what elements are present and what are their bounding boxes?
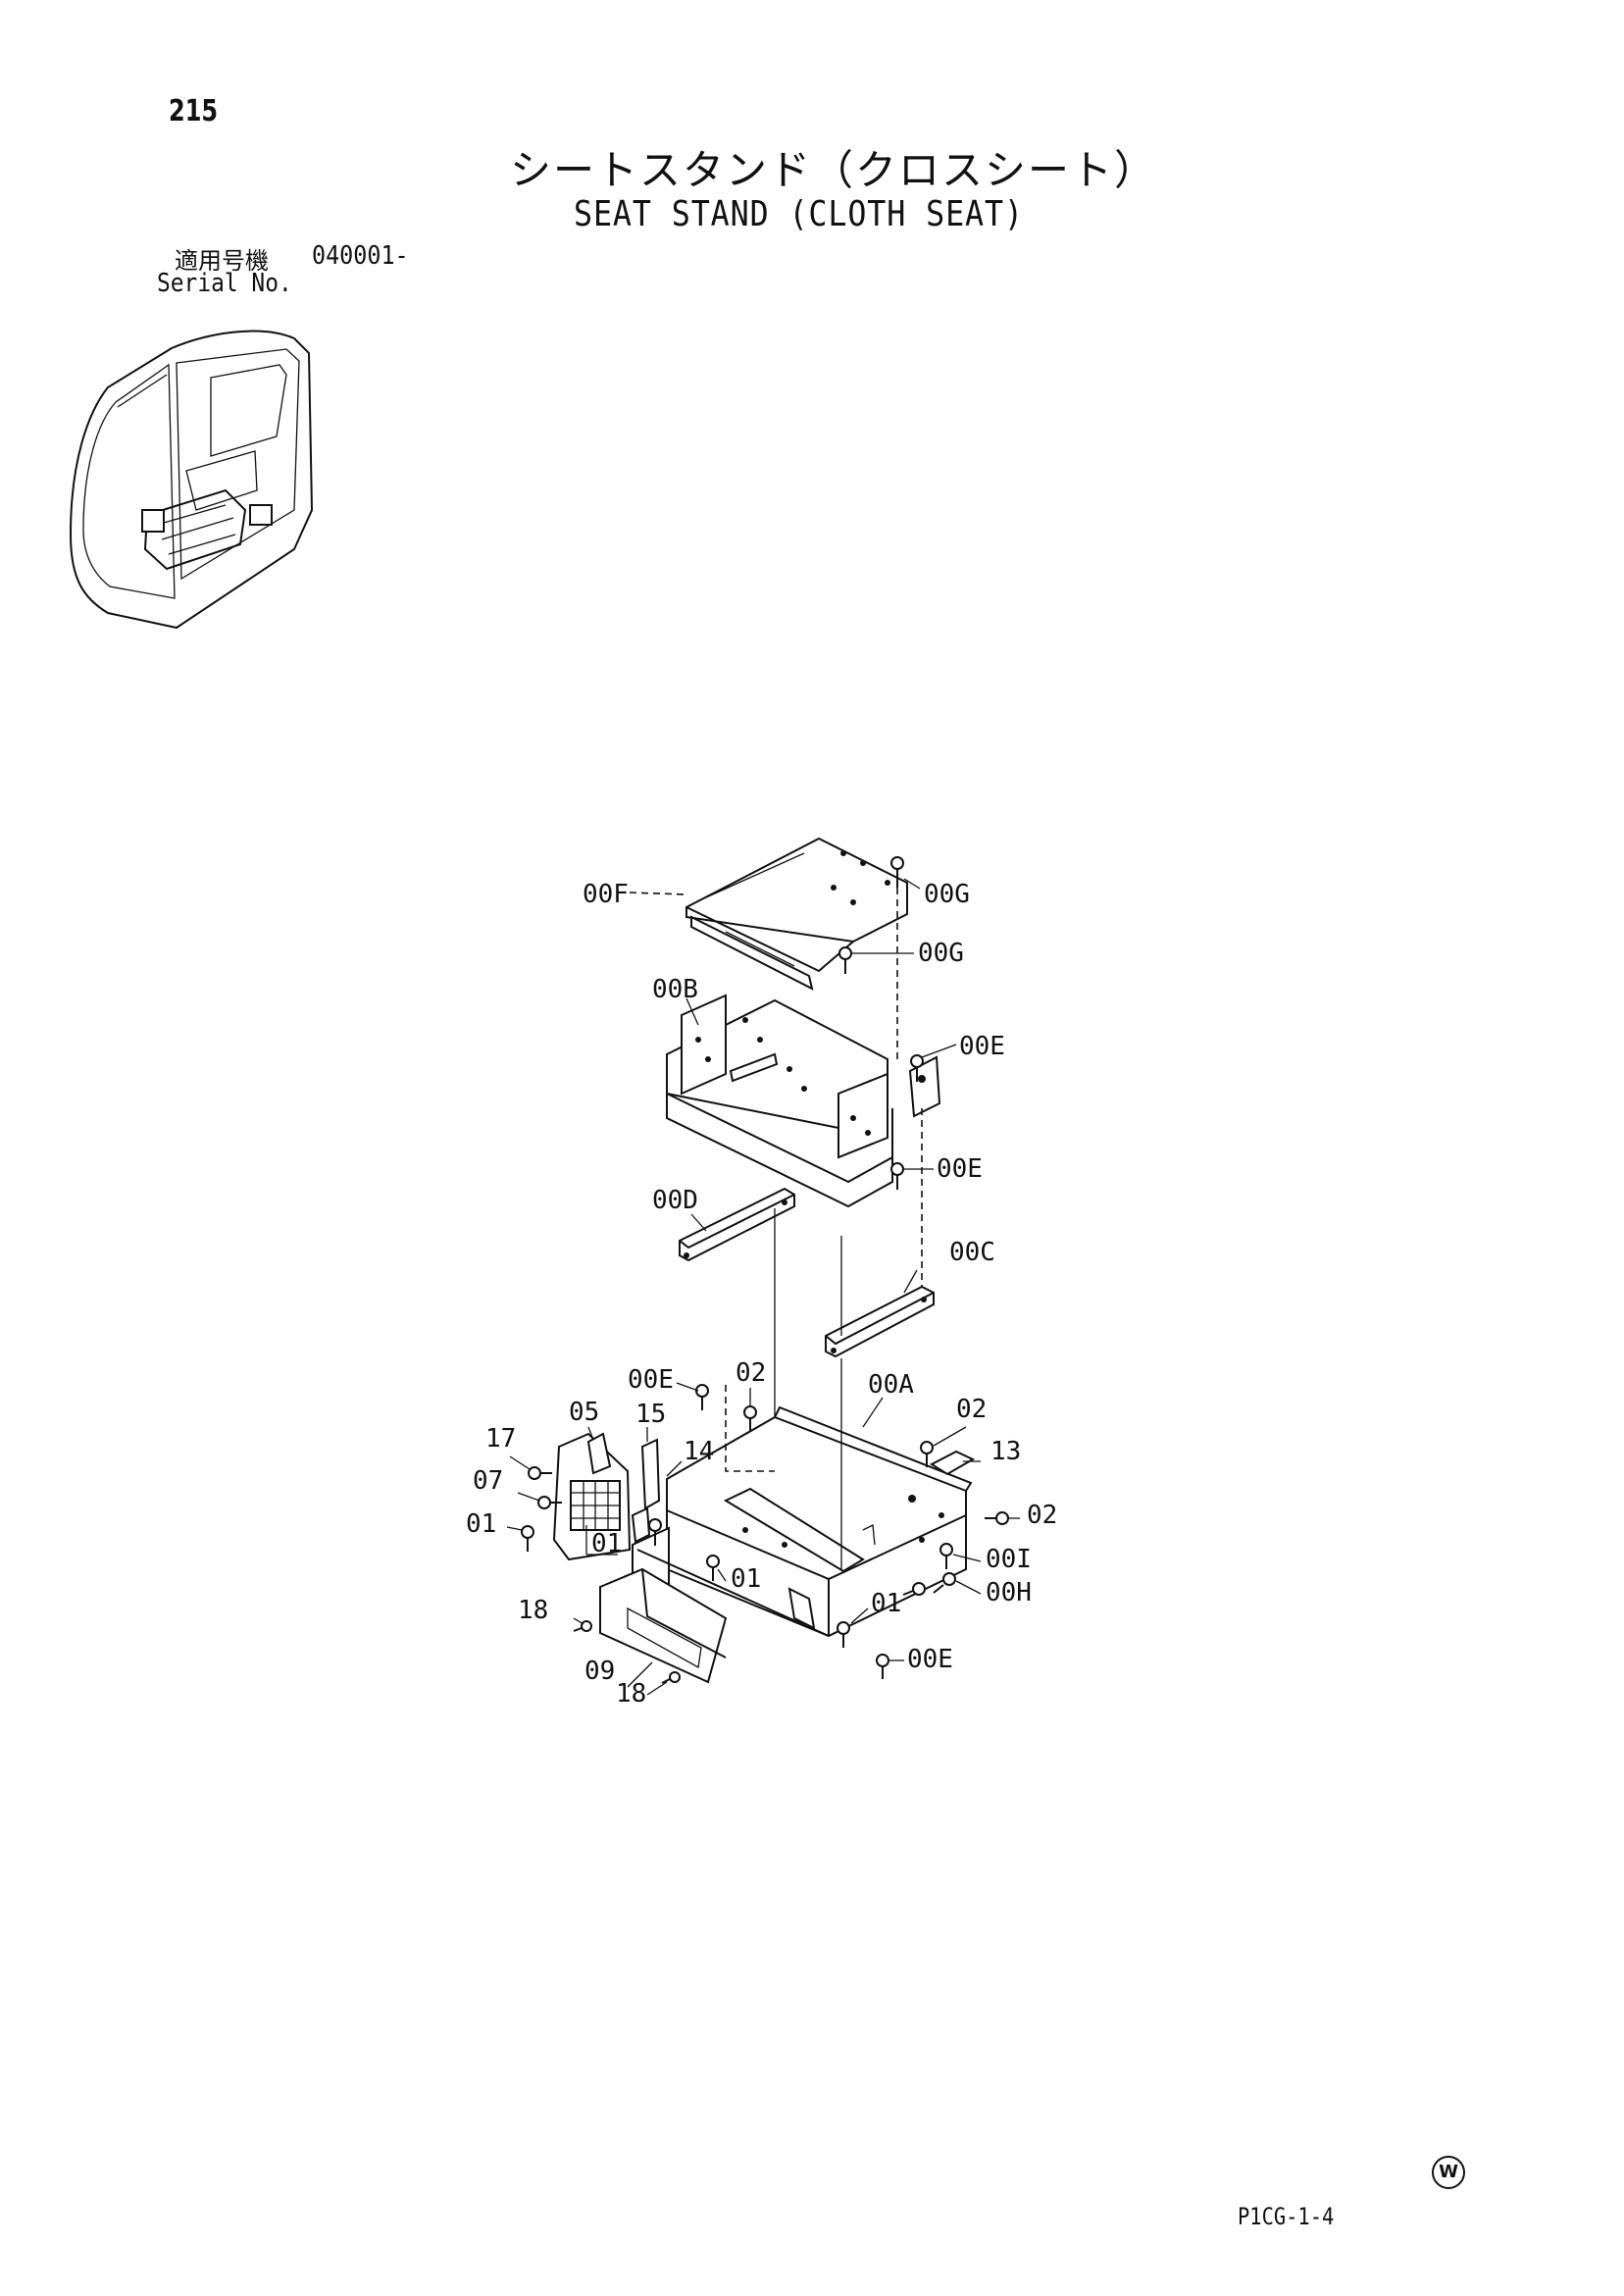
air-duct — [599, 1567, 728, 1684]
callout-00A: 00A — [868, 1370, 914, 1400]
bolt — [838, 946, 852, 974]
small-bracket — [631, 1438, 661, 1544]
top-plate — [685, 837, 908, 991]
leader-lines — [506, 878, 1020, 1696]
callout-02: 02 — [1027, 1501, 1057, 1530]
assembly-lines — [725, 888, 923, 1569]
page-number: 215 — [169, 94, 219, 128]
callout-18: 18 — [518, 1596, 548, 1625]
callout-00B: 00B — [652, 975, 698, 1004]
callout-07: 07 — [473, 1466, 503, 1496]
corner-mark-icon: W — [1432, 2156, 1465, 2189]
document-code: P1CG-1-4 — [1238, 2203, 1335, 2230]
callout-02: 02 — [736, 1358, 766, 1388]
serial-label-japanese: 適用号機 — [175, 247, 269, 275]
bolt — [537, 1496, 562, 1509]
seat-base — [632, 1405, 973, 1638]
callout-00I: 00I — [986, 1545, 1032, 1574]
callout-00E: 00E — [937, 1154, 983, 1184]
serial-label-english: Serial No. — [157, 269, 292, 298]
bolt — [661, 1671, 681, 1684]
callout-01: 01 — [466, 1509, 496, 1539]
bolt — [743, 1405, 757, 1432]
callout-00E: 00E — [907, 1645, 953, 1674]
page-title-english: SEAT STAND (CLOTH SEAT) — [574, 194, 1024, 234]
callout-13: 13 — [990, 1437, 1021, 1466]
bolt — [890, 856, 904, 888]
callout-00H: 00H — [986, 1578, 1032, 1607]
bolt — [573, 1620, 592, 1632]
bolt — [890, 1162, 904, 1190]
bolt — [939, 1543, 953, 1569]
bolt — [902, 1582, 926, 1596]
bolts — [521, 856, 1009, 1684]
callout-09: 09 — [584, 1657, 615, 1686]
bolt — [837, 1621, 850, 1648]
callout-17: 17 — [485, 1424, 516, 1454]
callout-01: 01 — [591, 1529, 622, 1558]
callout-05: 05 — [569, 1398, 599, 1427]
bolt — [910, 1054, 924, 1082]
serial-number-value: 040001- — [312, 241, 409, 271]
bolt — [695, 1384, 709, 1410]
callout-00C: 00C — [949, 1238, 995, 1267]
seat-rail-left — [679, 1187, 795, 1262]
cap-cover — [929, 1450, 976, 1476]
bolt — [648, 1518, 662, 1546]
callout-15: 15 — [635, 1400, 666, 1429]
bolt — [876, 1654, 889, 1679]
callout-01: 01 — [871, 1589, 901, 1618]
callout-02: 02 — [956, 1395, 987, 1424]
fuse-panel — [552, 1432, 632, 1561]
callout-00G: 00G — [918, 939, 964, 968]
bolt — [933, 1572, 956, 1594]
callout-18: 18 — [616, 1679, 646, 1709]
callout-00E: 00E — [628, 1365, 674, 1395]
bolt — [521, 1525, 534, 1552]
bolt — [528, 1466, 552, 1480]
bolt — [985, 1511, 1009, 1525]
bolt — [920, 1441, 934, 1467]
callout-00E: 00E — [959, 1032, 1005, 1061]
excavator-cab-icon — [69, 330, 314, 630]
callout-14: 14 — [684, 1437, 714, 1466]
callout-00D: 00D — [652, 1186, 698, 1215]
callout-01: 01 — [731, 1564, 761, 1594]
callout-00G: 00G — [924, 880, 970, 909]
seat-bracket — [666, 994, 941, 1208]
callout-labels: 00F 00G 00G 00B 00E 00E 00D 00C 00E 02 0… — [466, 880, 1057, 1709]
bolt — [706, 1555, 720, 1581]
page-title-japanese: シートスタンド（クロスシート） — [510, 146, 1158, 194]
callout-00F: 00F — [583, 880, 629, 909]
